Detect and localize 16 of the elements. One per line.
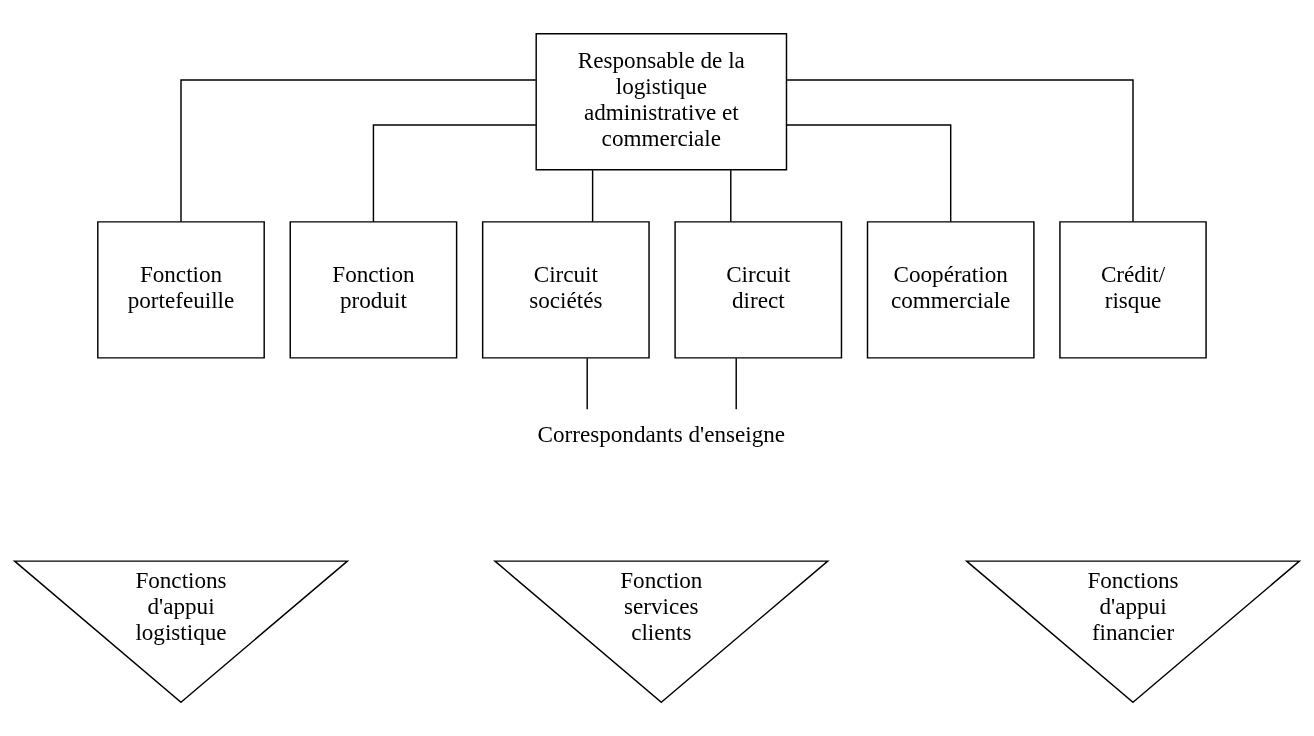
connector <box>735 357 737 410</box>
connector <box>730 169 732 223</box>
node-box: Coopération commerciale <box>866 221 1035 359</box>
connector <box>591 169 594 223</box>
connector <box>785 79 1134 223</box>
connector <box>180 79 537 223</box>
node-box: Fonction portefeuille <box>97 221 265 359</box>
node-box: Circuit sociétés <box>481 221 650 359</box>
node-box: Fonction produit <box>289 221 458 359</box>
node-box: Crédit/ risque <box>1059 221 1207 359</box>
node-box: Responsable de la logistique administrative et commerciale <box>535 33 788 171</box>
connector <box>586 357 588 410</box>
connector <box>372 124 537 223</box>
node-text: Correspondants d'enseigne <box>537 420 786 447</box>
connector <box>785 124 952 223</box>
node-box: Circuit direct <box>674 221 843 359</box>
